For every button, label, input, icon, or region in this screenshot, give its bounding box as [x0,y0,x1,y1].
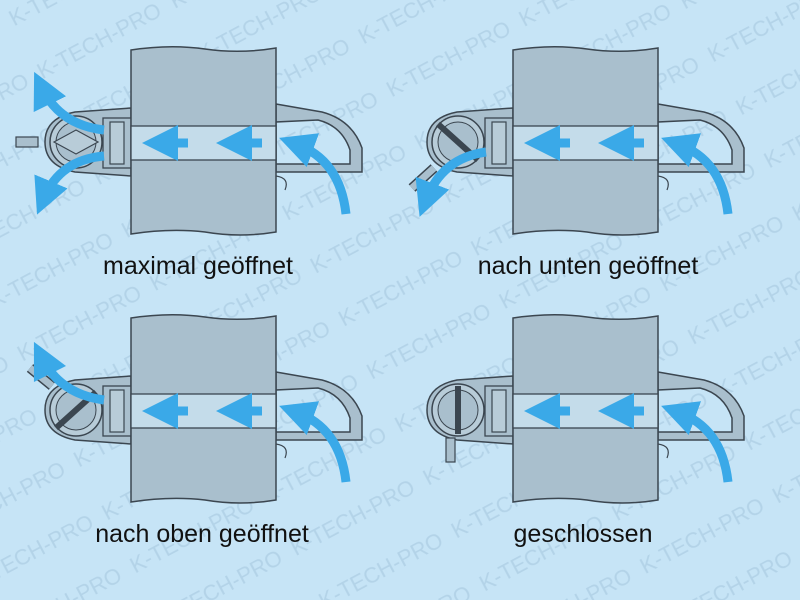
label-down-open: nach unten geöffnet [477,252,699,280]
label-closed: geschlossen [513,520,653,548]
airflow-down-arrow [415,147,487,217]
flap-handle [445,437,456,463]
label-max-open: maximal geöffnet [103,252,293,280]
flap [52,129,100,155]
flap-handle [15,136,39,148]
panel-max-open [15,47,362,235]
airflow-down-arrow [34,151,105,215]
label-up-open: nach oben geöffnet [95,520,309,548]
airflow-up-arrow [33,341,105,405]
panel-up-open [26,315,362,503]
panel-down-open [408,47,744,235]
airflow-up-arrow [33,71,105,135]
panel-closed [427,315,744,503]
